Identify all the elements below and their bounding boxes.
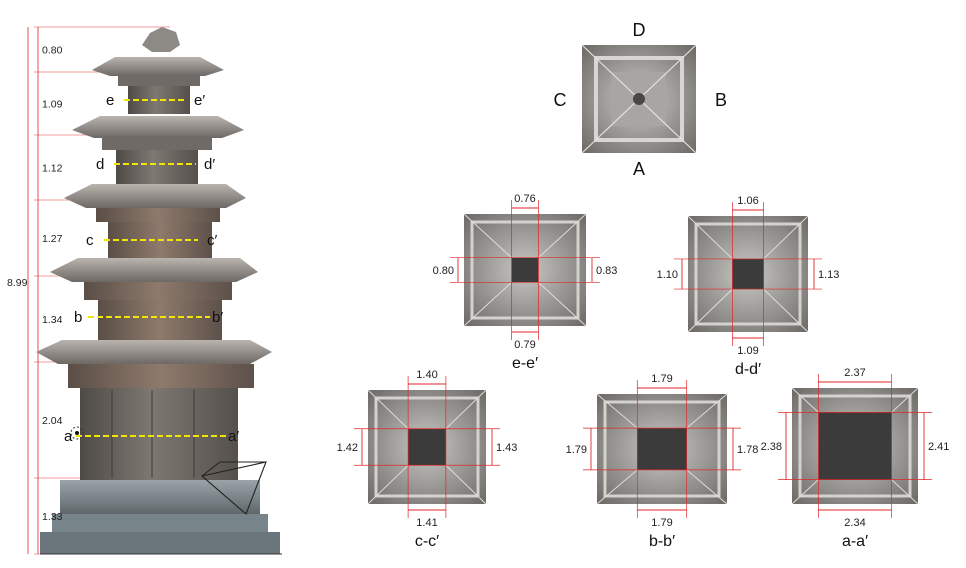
- finial: [142, 27, 180, 52]
- section-caption: e-e′: [512, 355, 538, 372]
- roof-tier-1: [36, 340, 272, 364]
- height-segment-label: 1.12: [42, 163, 63, 175]
- height-segment-labels: 0.80 1.09 1.12 1.27 1.34 2.04 1.33: [42, 45, 63, 524]
- section-plan: 1.40 1.41 1.42 1.43 c-c′: [337, 369, 518, 550]
- section-dim-right: 0.83: [596, 265, 617, 277]
- total-height-label: 8.99: [7, 277, 28, 289]
- pagoda-elevation: e e′ d d′ c c′ b b′ a a′ 8.99 0.80 1.09 1.12 1.27 1.3…: [7, 26, 282, 555]
- height-segment-label: 1.33: [42, 511, 63, 523]
- height-segment-label: 1.34: [42, 314, 63, 326]
- plan-direction-south: A: [633, 159, 645, 179]
- section-mark-right: e′: [194, 92, 205, 109]
- height-segment-label: 1.09: [42, 99, 63, 111]
- hollow-core: [408, 428, 446, 466]
- pagoda-body: [80, 388, 238, 480]
- hollow-core: [637, 428, 687, 470]
- section-dim-right: 1.43: [496, 442, 517, 454]
- section-dim-top: 2.37: [844, 367, 865, 379]
- plan-direction-west: C: [554, 90, 567, 110]
- section-plan: 2.37 2.34 2.38 2.41 a-a′: [761, 367, 950, 550]
- section-caption: b-b′: [649, 533, 675, 550]
- section-dim-bottom: 2.34: [844, 517, 865, 529]
- section-plan: 0.76 0.79 0.80 0.83 e-e′: [433, 193, 618, 372]
- height-segment-label: 1.27: [42, 233, 63, 245]
- section-dim-bottom: 1.79: [651, 517, 672, 529]
- section-caption: c-c′: [415, 533, 439, 550]
- section-mark-left: c: [86, 232, 94, 249]
- section-mark-left: e: [106, 92, 114, 109]
- section-mark-left: d: [96, 156, 104, 173]
- section-dim-left: 1.10: [657, 269, 678, 281]
- roof-tier-5: [92, 57, 224, 76]
- plan-direction-east: B: [715, 90, 727, 110]
- plan-direction-north: D: [633, 20, 646, 40]
- section-caption: d-d′: [735, 361, 761, 378]
- section-dim-bottom: 1.09: [737, 345, 758, 357]
- hollow-core: [511, 257, 539, 283]
- pagoda-base: [60, 480, 260, 514]
- section-dim-left: 2.38: [761, 441, 782, 453]
- section-dim-left: 0.80: [433, 265, 454, 277]
- cross-sections: 0.76 0.79 0.80 0.83 e-e′ 1.06 1.09 1.10 1.13 d-d′…: [337, 193, 950, 550]
- section-plan: 1.79 1.79 1.79 1.78 b-b′: [566, 373, 759, 550]
- section-mark-right: d′: [204, 156, 215, 173]
- section-dim-left: 1.79: [566, 444, 587, 456]
- camera-frustum-icon: [200, 461, 267, 515]
- section-mark-right: b′: [212, 309, 223, 326]
- roof-tier-2: [50, 258, 258, 282]
- section-dim-left: 1.42: [337, 442, 358, 454]
- roof-tier-4: [72, 116, 244, 138]
- section-dim-right: 1.78: [737, 444, 758, 456]
- hollow-core: [818, 412, 892, 480]
- height-segment-label: 2.04: [42, 415, 63, 427]
- section-dim-bottom: 0.79: [514, 339, 535, 351]
- section-mark-left: a: [64, 428, 73, 445]
- section-lines: e e′ d d′ c c′ b b′ a a′: [64, 92, 239, 445]
- section-dim-top: 1.79: [651, 373, 672, 385]
- section-mark-left: b: [74, 309, 82, 326]
- section-dim-top: 1.06: [737, 195, 758, 207]
- section-dim-bottom: 1.41: [416, 517, 437, 529]
- viewpoint-marker-icon: [70, 426, 84, 440]
- height-segment-label: 0.80: [42, 45, 63, 57]
- section-dim-right: 2.41: [928, 441, 949, 453]
- section-dim-top: 0.76: [514, 193, 535, 205]
- hollow-core: [732, 258, 764, 290]
- section-caption: a-a′: [842, 533, 868, 550]
- roof-tier-3: [64, 184, 246, 208]
- section-plan: 1.06 1.09 1.10 1.13 d-d′: [657, 195, 840, 378]
- section-dim-right: 1.13: [818, 269, 839, 281]
- section-mark-right: c′: [207, 232, 218, 249]
- section-dim-top: 1.40: [416, 369, 437, 381]
- plan-view: D A C B: [554, 20, 728, 179]
- section-mark-right: a′: [228, 428, 239, 445]
